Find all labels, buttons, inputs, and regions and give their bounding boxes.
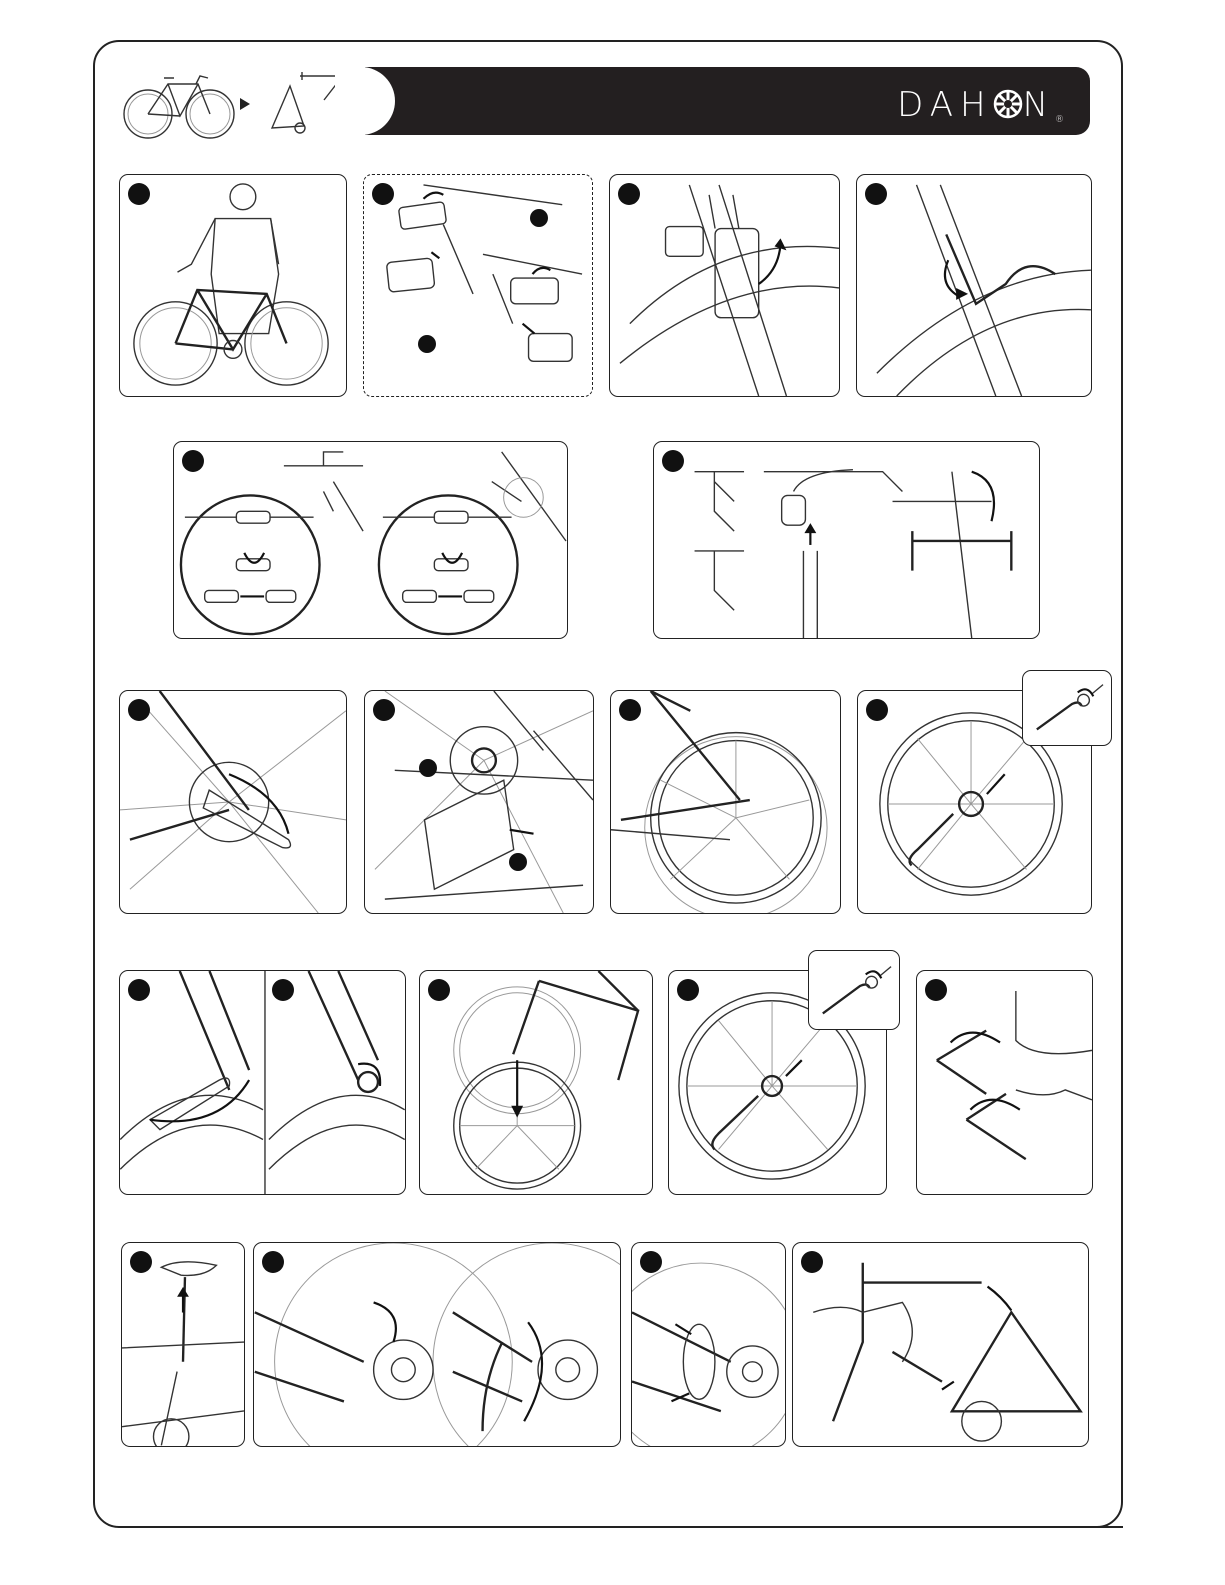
play-arrow-icon	[238, 96, 252, 112]
front-brake-release-illustration	[610, 175, 839, 396]
step-panel-13	[419, 970, 653, 1195]
sub-step-badge-icon	[419, 759, 437, 777]
step-badge-icon	[640, 1251, 662, 1273]
skewer-detail-illustration	[1023, 671, 1111, 745]
step-badge-icon	[866, 699, 888, 721]
rider-with-bike-illustration	[120, 175, 346, 396]
pedal-removal-illustration	[364, 175, 592, 396]
footer-rule	[575, 1526, 1123, 1528]
step-panel-19	[792, 1242, 1089, 1447]
step-badge-icon	[182, 450, 204, 472]
frame-separation-illustration	[793, 1243, 1088, 1446]
step-badge-icon	[128, 979, 150, 1001]
step-badge-icon	[618, 183, 640, 205]
step-panel-7	[119, 690, 347, 914]
seatpost-removal-illustration	[122, 1243, 244, 1446]
step-panel-8	[364, 690, 594, 914]
step-panel-1	[119, 174, 347, 397]
registered-mark: ®	[1055, 115, 1064, 125]
step-badge-icon	[677, 979, 699, 1001]
handlebar-stem-removal-illustration	[654, 442, 1039, 638]
coupler-ring-illustration	[632, 1243, 785, 1446]
wheel-logo-icon	[993, 89, 1023, 119]
brand-logo: DAH N®	[897, 85, 1064, 125]
front-wheel-drop-out-illustration	[420, 971, 652, 1194]
step-panel-11-12	[119, 970, 406, 1195]
rear-brake-release-illustration	[857, 175, 1091, 396]
step-badge-icon	[128, 183, 150, 205]
step-badge-icon	[619, 699, 641, 721]
coupler-detail-left	[185, 511, 314, 602]
step-badge-icon	[801, 1251, 823, 1273]
step-panel-6	[653, 441, 1040, 639]
step-panel-9	[610, 690, 841, 914]
skewer-detail-callout	[808, 950, 900, 1030]
step-panel-15	[916, 970, 1093, 1195]
step-panel-17	[253, 1242, 621, 1447]
sub-step-badge-icon	[530, 209, 548, 227]
brand-logo-text-left: DAH	[897, 85, 992, 125]
sub-step-badge-icon	[418, 335, 436, 353]
hex-key-illustration	[917, 971, 1092, 1194]
coupler-clamp-illustration	[254, 1243, 620, 1446]
step-badge-icon	[865, 183, 887, 205]
step-panel-4	[856, 174, 1092, 397]
rear-wheel-drop-out-illustration	[611, 691, 840, 913]
front-quick-release-illustration	[120, 971, 405, 1194]
step-badge-icon	[925, 979, 947, 1001]
step-badge-icon	[128, 699, 150, 721]
step-badge-icon	[372, 183, 394, 205]
step-panel-5	[173, 441, 568, 639]
skewer-detail-callout	[1022, 670, 1112, 746]
brand-logo-text-right: N	[1023, 85, 1055, 125]
step-badge-icon	[262, 1251, 284, 1273]
step-panel-2	[363, 174, 593, 397]
rear-quick-release-illustration	[120, 691, 346, 913]
cable-coupler-illustration	[174, 442, 567, 638]
step-badge-icon	[662, 450, 684, 472]
coupler-detail-right	[383, 511, 512, 602]
step-badge-icon	[130, 1251, 152, 1273]
step-panel-18	[631, 1242, 786, 1447]
header-band: DAH N®	[365, 67, 1090, 135]
derailleur-pull-back-illustration	[365, 691, 593, 913]
step-panel-16	[121, 1242, 245, 1447]
sub-step-badge-icon	[509, 853, 527, 871]
skewer-detail-illustration	[809, 951, 899, 1029]
step-badge-icon	[373, 699, 395, 721]
step-badge-icon	[428, 979, 450, 1001]
step-badge-icon	[272, 979, 294, 1001]
step-panel-3	[609, 174, 840, 397]
